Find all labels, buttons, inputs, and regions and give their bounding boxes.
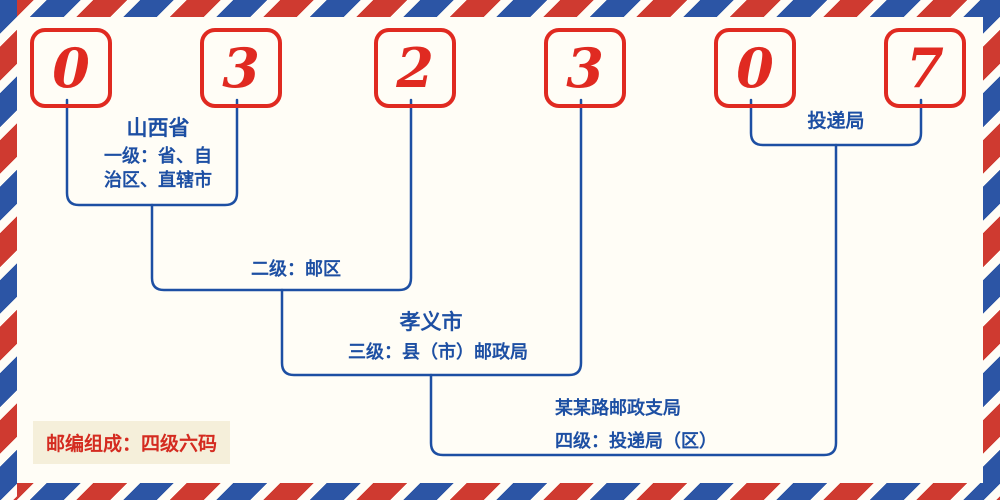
airmail-border-bottom <box>0 483 1000 500</box>
connector-level4-bracket <box>429 143 838 457</box>
level3-desc: 三级：县（市）邮政局 <box>348 342 528 363</box>
postal-digit-3: 2 <box>396 36 434 100</box>
postal-digit-4: 3 <box>566 36 604 100</box>
postal-digit-box-2: 3 <box>200 28 282 108</box>
postal-digit-box-5: 0 <box>714 28 796 108</box>
connector-delivery-bracket <box>749 98 923 147</box>
footer-note: 邮编组成：四级六码 <box>33 421 231 464</box>
level1-desc-line2: 治区、直辖市 <box>104 170 212 191</box>
level3-city-name: 孝义市 <box>399 310 463 334</box>
postal-digit-box-1: 0 <box>30 28 112 108</box>
postal-digit-1: 0 <box>52 36 90 100</box>
level4-branch-name: 某某路邮政支局 <box>555 398 681 419</box>
postal-digit-box-4: 3 <box>544 28 626 108</box>
airmail-border-right <box>983 0 1000 500</box>
level1-province-name: 山西省 <box>126 116 190 140</box>
level4-desc: 四级：投递局（区） <box>555 431 717 452</box>
airmail-border-top <box>0 0 1000 17</box>
postal-digit-6: 7 <box>906 36 944 100</box>
postal-digit-2: 3 <box>222 36 260 100</box>
postal-digit-5: 0 <box>736 36 774 100</box>
level1-desc-line1: 一级：省、自 <box>104 146 212 167</box>
airmail-border-left <box>0 0 17 500</box>
postal-digit-box-6: 7 <box>884 28 966 108</box>
postal-digit-box-3: 2 <box>374 28 456 108</box>
level2-desc: 二级：邮区 <box>251 259 341 280</box>
delivery-bureau-label: 投递局 <box>807 110 865 132</box>
